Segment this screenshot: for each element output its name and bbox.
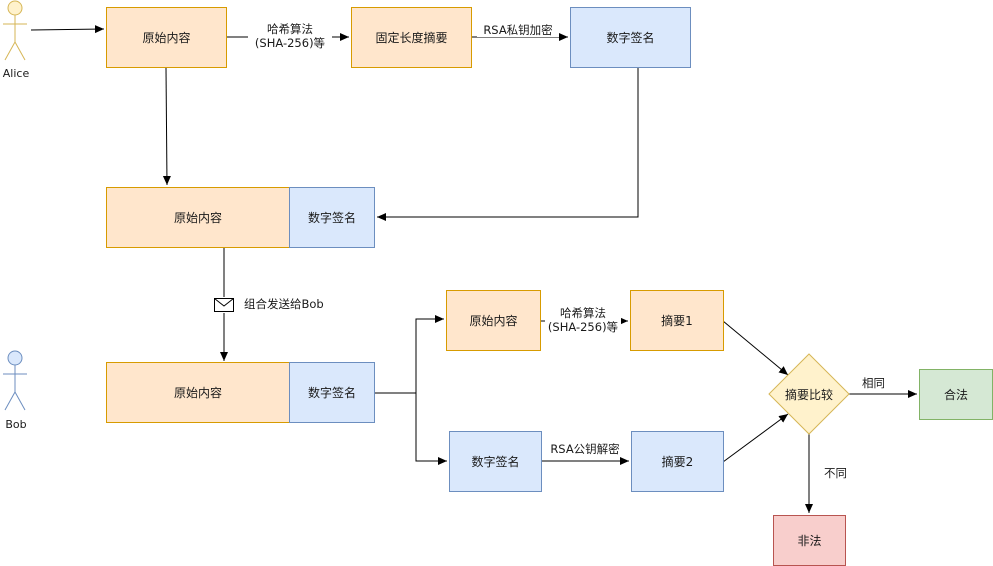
sign-original-box: 原始内容 [106, 7, 227, 68]
edge-split-top [375, 315, 444, 394]
digest1-box: 摘要1 [630, 290, 724, 351]
bob-figure [3, 350, 27, 411]
invalid-box: 非法 [773, 515, 846, 566]
verify-hash-label-line2: (SHA-256)等 [547, 320, 619, 334]
hash-label-line1: 哈希算法 [267, 22, 313, 36]
edge-digest2-compare [722, 413, 789, 463]
different-label: 不同 [824, 466, 847, 480]
bob-label: Bob [5, 418, 27, 431]
edge-alice-original [30, 25, 105, 34]
valid-box: 合法 [919, 369, 993, 420]
verify-hash-label-line1: 哈希算法 [560, 306, 606, 320]
verify-original-box: 原始内容 [446, 290, 541, 351]
compare-diamond [768, 353, 850, 435]
edge-original-bundle [162, 67, 171, 186]
decrypt-label: RSA公钥解密 [546, 442, 624, 456]
send-label: 组合发送给Bob [244, 297, 324, 311]
edge-signature-bundle [377, 68, 639, 221]
bundle-original-box: 原始内容 [106, 187, 290, 248]
verify-hash-label: 哈希算法 (SHA-256)等 [545, 306, 621, 334]
alice-label: Alice [2, 67, 30, 80]
verify-signature-box: 数字签名 [449, 431, 542, 492]
received-original-box: 原始内容 [106, 362, 290, 423]
edge-split-bottom [415, 393, 447, 465]
encrypt-label: RSA私钥加密 [477, 23, 559, 37]
received-signature-box: 数字签名 [289, 362, 375, 423]
same-label: 相同 [862, 376, 885, 390]
alice-figure [3, 0, 27, 61]
envelope-icon [214, 298, 234, 312]
fixed-digest-box: 固定长度摘要 [351, 7, 472, 68]
hash-label: 哈希算法 (SHA-256)等 [248, 22, 332, 50]
edge-digest1-compare [722, 320, 789, 376]
compare-label: 摘要比较 [784, 388, 833, 402]
digest2-box: 摘要2 [631, 431, 724, 492]
hash-label-line2: (SHA-256)等 [254, 36, 326, 50]
signature-box: 数字签名 [570, 7, 691, 68]
bundle-signature-box: 数字签名 [289, 187, 375, 248]
